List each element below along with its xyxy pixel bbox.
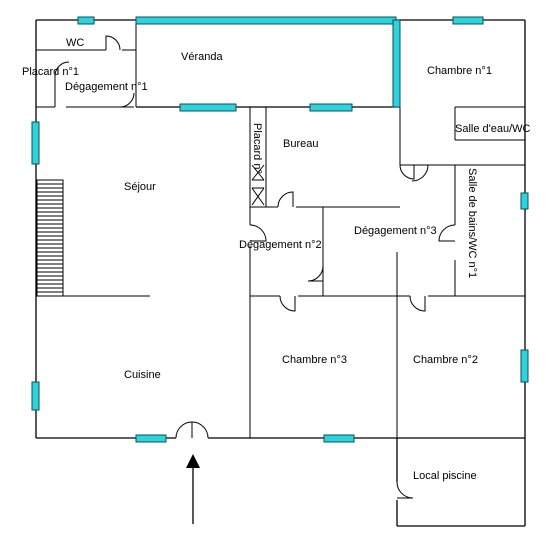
label-local-piscine: Local piscine <box>413 470 477 482</box>
entrance-arrow <box>186 454 200 524</box>
label-degagement-3: Dégagement n°3 <box>354 225 437 237</box>
label-chambre-2: Chambre n°2 <box>413 354 478 366</box>
label-sejour: Séjour <box>124 181 156 193</box>
room-labels: WC Placard n°1 Dégagement n°1 Véranda Ch… <box>22 37 531 482</box>
label-degagement-2: Dégagement n°2 <box>239 239 322 251</box>
label-bureau: Bureau <box>283 138 318 150</box>
label-salle-bains: Salle de bains/WC n°1 <box>466 168 478 278</box>
label-chambre-3: Chambre n°3 <box>282 354 347 366</box>
placard-2-hatch <box>251 164 265 206</box>
label-degagement-1: Dégagement n°1 <box>65 81 148 93</box>
label-chambre-1: Chambre n°1 <box>427 65 492 77</box>
label-wc: WC <box>66 37 84 49</box>
doors <box>54 35 456 499</box>
staircase <box>36 179 64 297</box>
label-cuisine: Cuisine <box>124 369 161 381</box>
windows <box>31 16 529 443</box>
annex-walls <box>396 438 526 527</box>
label-salle-eau: Salle d'eau/WC <box>455 123 531 135</box>
label-placard-2: Placard n° <box>251 123 263 174</box>
label-placard-1: Placard n°1 <box>22 66 79 78</box>
label-veranda: Véranda <box>181 51 223 63</box>
